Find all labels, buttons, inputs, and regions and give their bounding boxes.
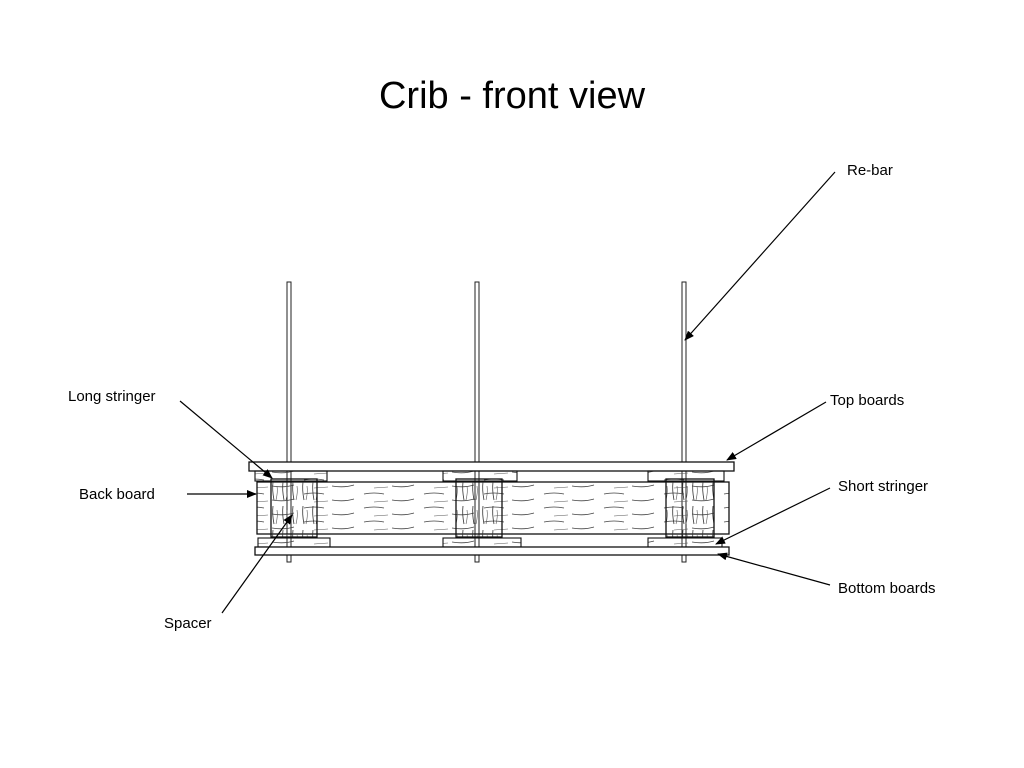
label-spacer: Spacer (164, 615, 212, 632)
short-stringers (257, 537, 723, 548)
top-board-shape (248, 461, 735, 472)
rebar-rod-right (681, 281, 687, 563)
short-stringer-left (257, 537, 331, 548)
short-stringer-right (647, 537, 723, 548)
rebar-rods (286, 281, 687, 563)
spacer-middle (455, 478, 503, 538)
label-back-board: Back board (79, 486, 155, 503)
label-top-boards: Top boards (830, 392, 904, 409)
label-rebar: Re-bar (847, 162, 893, 179)
page-title: Crib - front view (378, 75, 646, 117)
spacers (270, 478, 715, 538)
bottom-board-shape (254, 546, 730, 556)
short-stringer-middle (442, 537, 522, 548)
label-bottom-boards: Bottom boards (838, 580, 936, 597)
bottom-boards-arrow (717, 552, 831, 586)
long-stringer-arrow (179, 400, 273, 479)
leader-lines (179, 171, 836, 614)
rebar-rod-left (286, 281, 292, 563)
spacer-arrow (221, 514, 293, 614)
spacer-left (270, 478, 318, 538)
label-short-stringer: Short stringer (838, 478, 928, 495)
rebar-arrow (684, 171, 836, 341)
label-long-stringer: Long stringer (68, 388, 156, 405)
spacer-right (665, 478, 715, 538)
rebar-rod-middle (474, 281, 480, 563)
short-stringer-arrow (715, 487, 831, 545)
top-boards-arrow (726, 401, 827, 461)
